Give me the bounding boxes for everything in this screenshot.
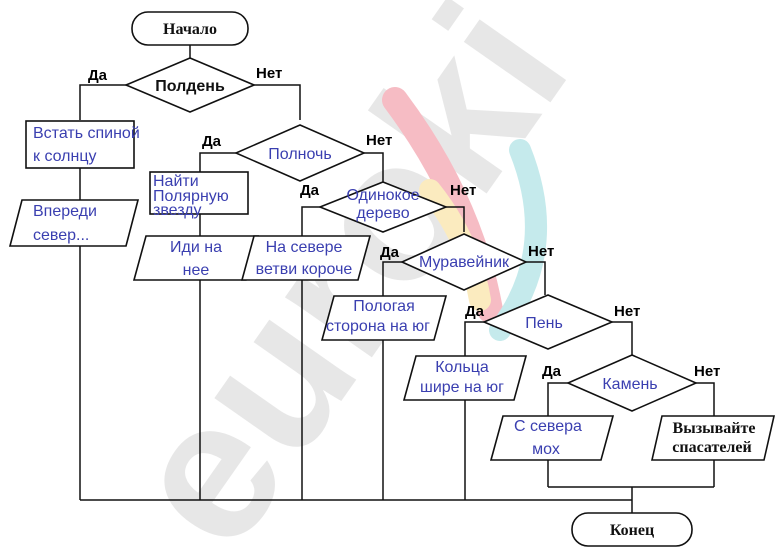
go-to-it-line1: Иди на xyxy=(170,239,222,256)
lone-tree-line2: дерево xyxy=(356,205,409,222)
north-branches-line1: На севере xyxy=(266,239,343,256)
rings-wider-line1: Кольца xyxy=(435,359,489,376)
io-gentle-side: Пологая сторона на юг xyxy=(320,295,448,341)
stump-no-label: Нет xyxy=(614,303,640,320)
noon-yes-label: Да xyxy=(88,67,108,84)
io-moss-north: С севера мох xyxy=(489,415,615,461)
find-polaris-line1: Найти xyxy=(153,173,199,190)
stone-yes-label: Да xyxy=(542,363,562,380)
decision-stone: Камень xyxy=(566,354,698,412)
back-to-sun-line2: к солнцу xyxy=(33,148,97,165)
anthill-no-label: Нет xyxy=(528,243,554,260)
stump-yes-label: Да xyxy=(465,303,485,320)
north-branches-line2: ветви короче xyxy=(256,261,353,278)
io-rings-wider: Кольца шире на юг xyxy=(402,355,528,401)
midnight-yes-label: Да xyxy=(202,133,222,150)
decision-noon-label: Полдень xyxy=(155,78,225,95)
ahead-north-line1: Впереди xyxy=(33,203,97,220)
start-node: Начало xyxy=(131,11,249,46)
back-to-sun-line1: Встать спиной xyxy=(33,125,140,142)
moss-north-line1: С севера xyxy=(514,418,582,435)
decision-midnight: Полночь xyxy=(234,124,366,182)
lone-tree-yes-label: Да xyxy=(300,182,320,199)
anthill-yes-label: Да xyxy=(380,244,400,261)
ahead-north-line2: север... xyxy=(33,227,89,244)
decision-anthill-label: Муравейник xyxy=(419,254,510,271)
start-label: Начало xyxy=(163,21,217,38)
decision-stone-label: Камень xyxy=(602,376,657,393)
connectors xyxy=(79,45,715,513)
noon-no-label: Нет xyxy=(256,65,282,82)
call-rescuers-line1: Вызывайте xyxy=(673,420,756,437)
decision-stump: Пень xyxy=(481,294,615,350)
stone-no-label: Нет xyxy=(694,363,720,380)
moss-north-line2: мох xyxy=(532,441,560,458)
action-back-to-sun: Встать спиной к солнцу xyxy=(25,120,140,169)
decision-midnight-label: Полночь xyxy=(268,146,331,163)
find-polaris-line2: Полярную xyxy=(153,188,229,205)
go-to-it-line2: нее xyxy=(183,262,210,279)
gentle-side-line1: Пологая xyxy=(353,298,415,315)
lone-tree-no-label: Нет xyxy=(450,182,476,199)
decision-stump-label: Пень xyxy=(525,315,563,332)
call-rescuers-line2: спасателей xyxy=(672,439,751,456)
action-find-polaris: Найти Полярную звезду xyxy=(149,171,249,219)
rings-wider-line2: шире на юг xyxy=(420,379,504,396)
io-ahead-north: Впереди север... xyxy=(8,199,140,247)
io-go-to-it: Иди на нее xyxy=(132,235,260,281)
io-call-rescuers: Вызывайте спасателей xyxy=(650,415,776,461)
watermark-arc-red xyxy=(382,87,503,323)
end-label: Конец xyxy=(610,522,654,539)
gentle-side-line2: сторона на юг xyxy=(326,318,430,335)
decision-noon: Полдень xyxy=(123,57,257,113)
decision-lone-tree: Одинокое дерево xyxy=(317,181,449,233)
decision-anthill: Муравейник xyxy=(400,233,528,291)
io-north-branches: На севере ветви короче xyxy=(240,235,372,281)
midnight-no-label: Нет xyxy=(366,132,392,149)
end-node: Конец xyxy=(571,512,693,547)
find-polaris-line3: звезду xyxy=(153,202,202,219)
lone-tree-line1: Одинокое xyxy=(346,187,419,204)
